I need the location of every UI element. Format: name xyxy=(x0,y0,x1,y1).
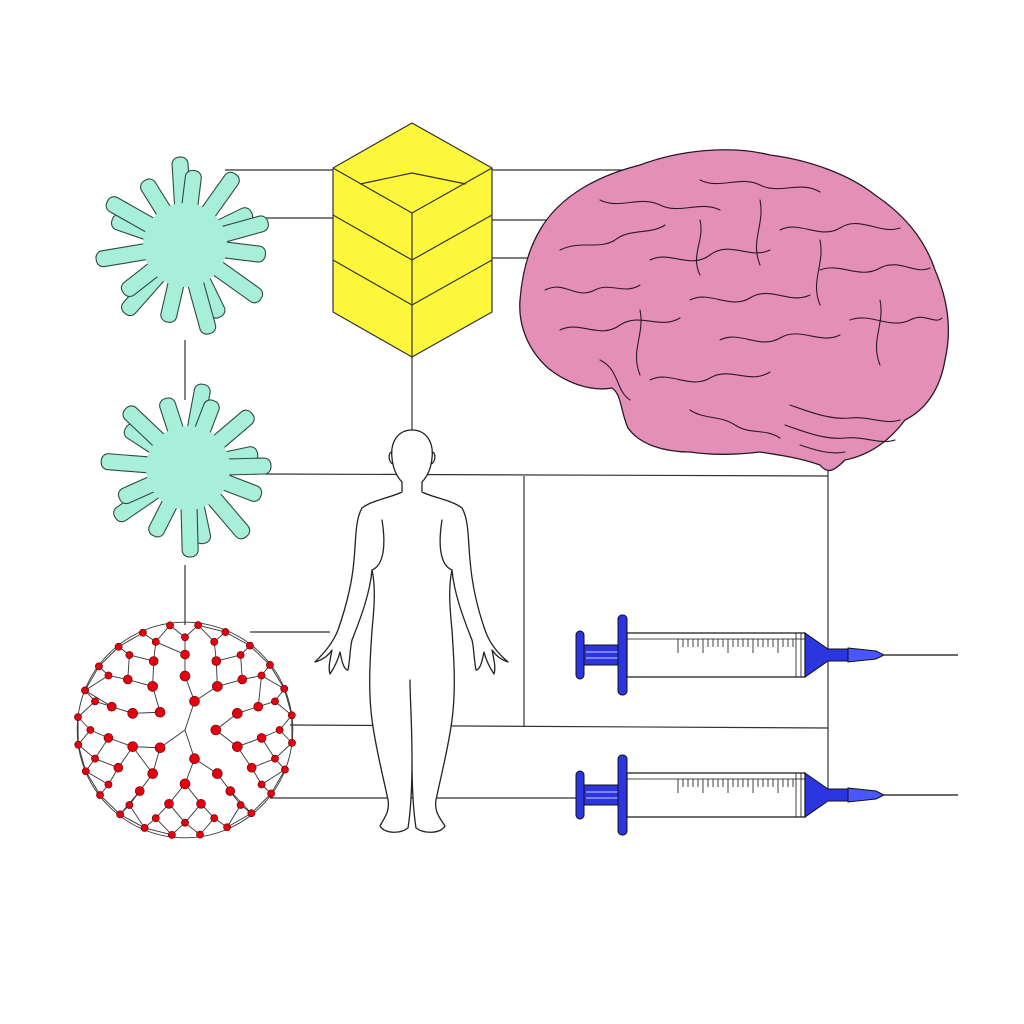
fullerene-atom xyxy=(225,786,236,796)
syringe-icon xyxy=(575,754,958,836)
fullerene-atom xyxy=(257,671,266,680)
fullerene-atom xyxy=(210,814,219,823)
fullerene-atom xyxy=(138,628,147,637)
syringe-plunger-flange xyxy=(575,770,585,820)
fullerene-atom xyxy=(211,656,222,666)
fullerene-atom xyxy=(181,633,189,642)
syringe-hub xyxy=(804,632,849,678)
fullerene-atom xyxy=(106,701,117,712)
fullerene-atom xyxy=(134,786,145,796)
virus-particle-icon xyxy=(95,156,269,335)
fullerene-atom xyxy=(189,753,200,765)
fullerene-atom xyxy=(196,799,206,809)
fullerene-atom xyxy=(223,823,232,832)
fullerene-atom xyxy=(116,810,125,819)
virus-particle-icon xyxy=(100,383,272,558)
syringe-needle-hub xyxy=(847,787,886,803)
fullerene-atom xyxy=(103,733,114,743)
fullerene-atom xyxy=(154,706,166,718)
fullerene-atom xyxy=(148,656,159,666)
fullerene-atom xyxy=(271,697,279,706)
syringe-plunger-flange xyxy=(575,630,585,680)
fullerene-atom xyxy=(196,830,204,839)
fullerene-atom xyxy=(212,681,223,692)
syringe-plunger-rod xyxy=(583,644,621,666)
syringe-needle-hub xyxy=(847,647,886,663)
fullerene-atom xyxy=(257,780,266,789)
fullerene-atom xyxy=(113,762,124,773)
fullerene-atom xyxy=(147,681,158,692)
fullerene-atom xyxy=(236,651,245,659)
fullerene-atom xyxy=(91,754,99,763)
virus-core xyxy=(146,426,230,510)
fullerene-atom xyxy=(81,767,90,776)
fullerene-atom xyxy=(74,740,83,749)
fullerene-atom xyxy=(147,768,158,779)
syringe-finger-flange xyxy=(617,614,628,696)
fullerene-atom xyxy=(253,701,264,712)
fullerene-atom xyxy=(151,637,160,646)
fullerene-atom xyxy=(245,641,254,650)
fullerene-atom xyxy=(181,818,189,827)
fullerene-atom xyxy=(210,637,219,646)
syringe-hub xyxy=(804,772,849,818)
fullerene-atom xyxy=(256,733,267,743)
fullerene-atom xyxy=(125,801,134,809)
fullerene-atom xyxy=(237,674,248,685)
fullerene-atom xyxy=(221,628,230,636)
fullerene-atom xyxy=(267,789,275,798)
fullerene-atom xyxy=(179,670,191,682)
fullerene-atom xyxy=(271,754,279,763)
syringe-icon xyxy=(575,614,958,696)
fullerene-atom xyxy=(125,651,134,659)
fullerene-atom xyxy=(287,711,296,720)
fullerene-atom xyxy=(167,830,176,839)
fullerene-molecule-icon xyxy=(74,621,296,839)
fullerene-atom xyxy=(91,697,99,706)
fullerene-atom xyxy=(266,661,274,669)
fullerene-atom xyxy=(212,768,223,779)
fullerene-atom xyxy=(151,814,160,823)
fullerene-atom xyxy=(166,621,174,630)
fullerene-atom xyxy=(74,713,82,722)
fullerene-atom xyxy=(288,738,296,747)
fullerene-atom xyxy=(180,649,190,660)
syringe-finger-flange xyxy=(617,754,628,836)
stacked-cube-icon xyxy=(332,122,493,358)
fullerene-atom xyxy=(281,765,289,774)
fullerene-atom xyxy=(236,801,245,809)
fullerene-atom xyxy=(154,742,166,754)
fullerene-atom xyxy=(104,671,113,680)
virus-core xyxy=(143,203,227,287)
fullerene-atom xyxy=(104,780,113,789)
fullerene-atom xyxy=(96,791,104,799)
syringe-plunger-rod xyxy=(583,784,621,806)
fullerene-atom xyxy=(122,674,133,685)
fullerene-atom xyxy=(95,662,103,671)
fullerene-atom xyxy=(210,724,222,736)
fullerene-atom xyxy=(232,708,243,719)
fullerene-atom xyxy=(194,621,203,630)
fullerene-atom xyxy=(247,809,256,818)
fullerene-atom xyxy=(232,741,243,752)
fullerene-atom xyxy=(189,695,200,707)
fullerene-atom xyxy=(114,642,123,651)
fullerene-atom xyxy=(127,708,138,719)
fullerene-atom xyxy=(86,726,95,734)
fullerene-atom xyxy=(280,684,289,693)
fullerene-atom xyxy=(140,824,149,832)
fullerene-atom xyxy=(246,762,257,773)
fullerene-atom xyxy=(164,799,174,809)
fullerene-atom xyxy=(127,741,138,752)
fullerene-atom xyxy=(179,778,191,790)
fullerene-atom xyxy=(275,726,284,734)
brain-icon xyxy=(519,149,950,472)
fullerene-atom xyxy=(81,686,89,695)
human-body-outline-icon xyxy=(314,429,509,833)
